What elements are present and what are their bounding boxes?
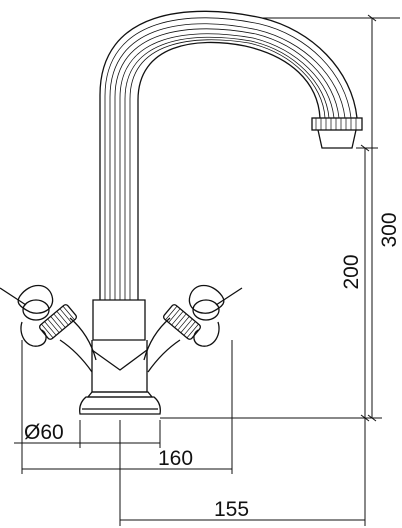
base-collar [86, 391, 154, 398]
spout-flute [104, 17, 352, 300]
right-lever-boss [192, 299, 220, 321]
base-plate [79, 396, 161, 415]
right-lever-head [188, 284, 225, 314]
left-handle [39, 304, 77, 340]
aerator-outlet [317, 129, 357, 149]
right-handle-neck [143, 317, 181, 373]
right-lever-scroll [193, 321, 220, 347]
spout-flute [124, 36, 330, 300]
dim-label-height-spout: 200 [340, 254, 363, 289]
spout-flute [129, 39, 326, 300]
right-handle [163, 304, 201, 340]
faucet-outline [0, 10, 363, 415]
right-lever-arm [215, 287, 243, 306]
aerator-knurl [315, 118, 357, 130]
dimension-lines [14, 14, 400, 526]
spout-flute [119, 33, 335, 300]
aerator-ring [311, 117, 363, 131]
spout-flute [114, 28, 340, 300]
body-upper [92, 299, 146, 341]
spout-flute [109, 23, 346, 300]
left-lever-boss [22, 299, 50, 321]
dim-label-height-total: 300 [378, 212, 401, 247]
left-handle-neck [59, 317, 97, 373]
dim-label-spout-reach: 155 [214, 498, 249, 521]
spout-inner-contour [137, 41, 321, 300]
left-lever-head [17, 284, 54, 314]
spout-outer-contour [99, 10, 358, 300]
left-lever-scroll [20, 321, 47, 347]
body-v-joint [91, 349, 148, 371]
left-lever-arm [0, 287, 27, 306]
dim-label-base-diameter: Ø60 [24, 421, 64, 444]
body-lower [91, 340, 148, 393]
dim-label-handle-span: 160 [158, 447, 193, 470]
